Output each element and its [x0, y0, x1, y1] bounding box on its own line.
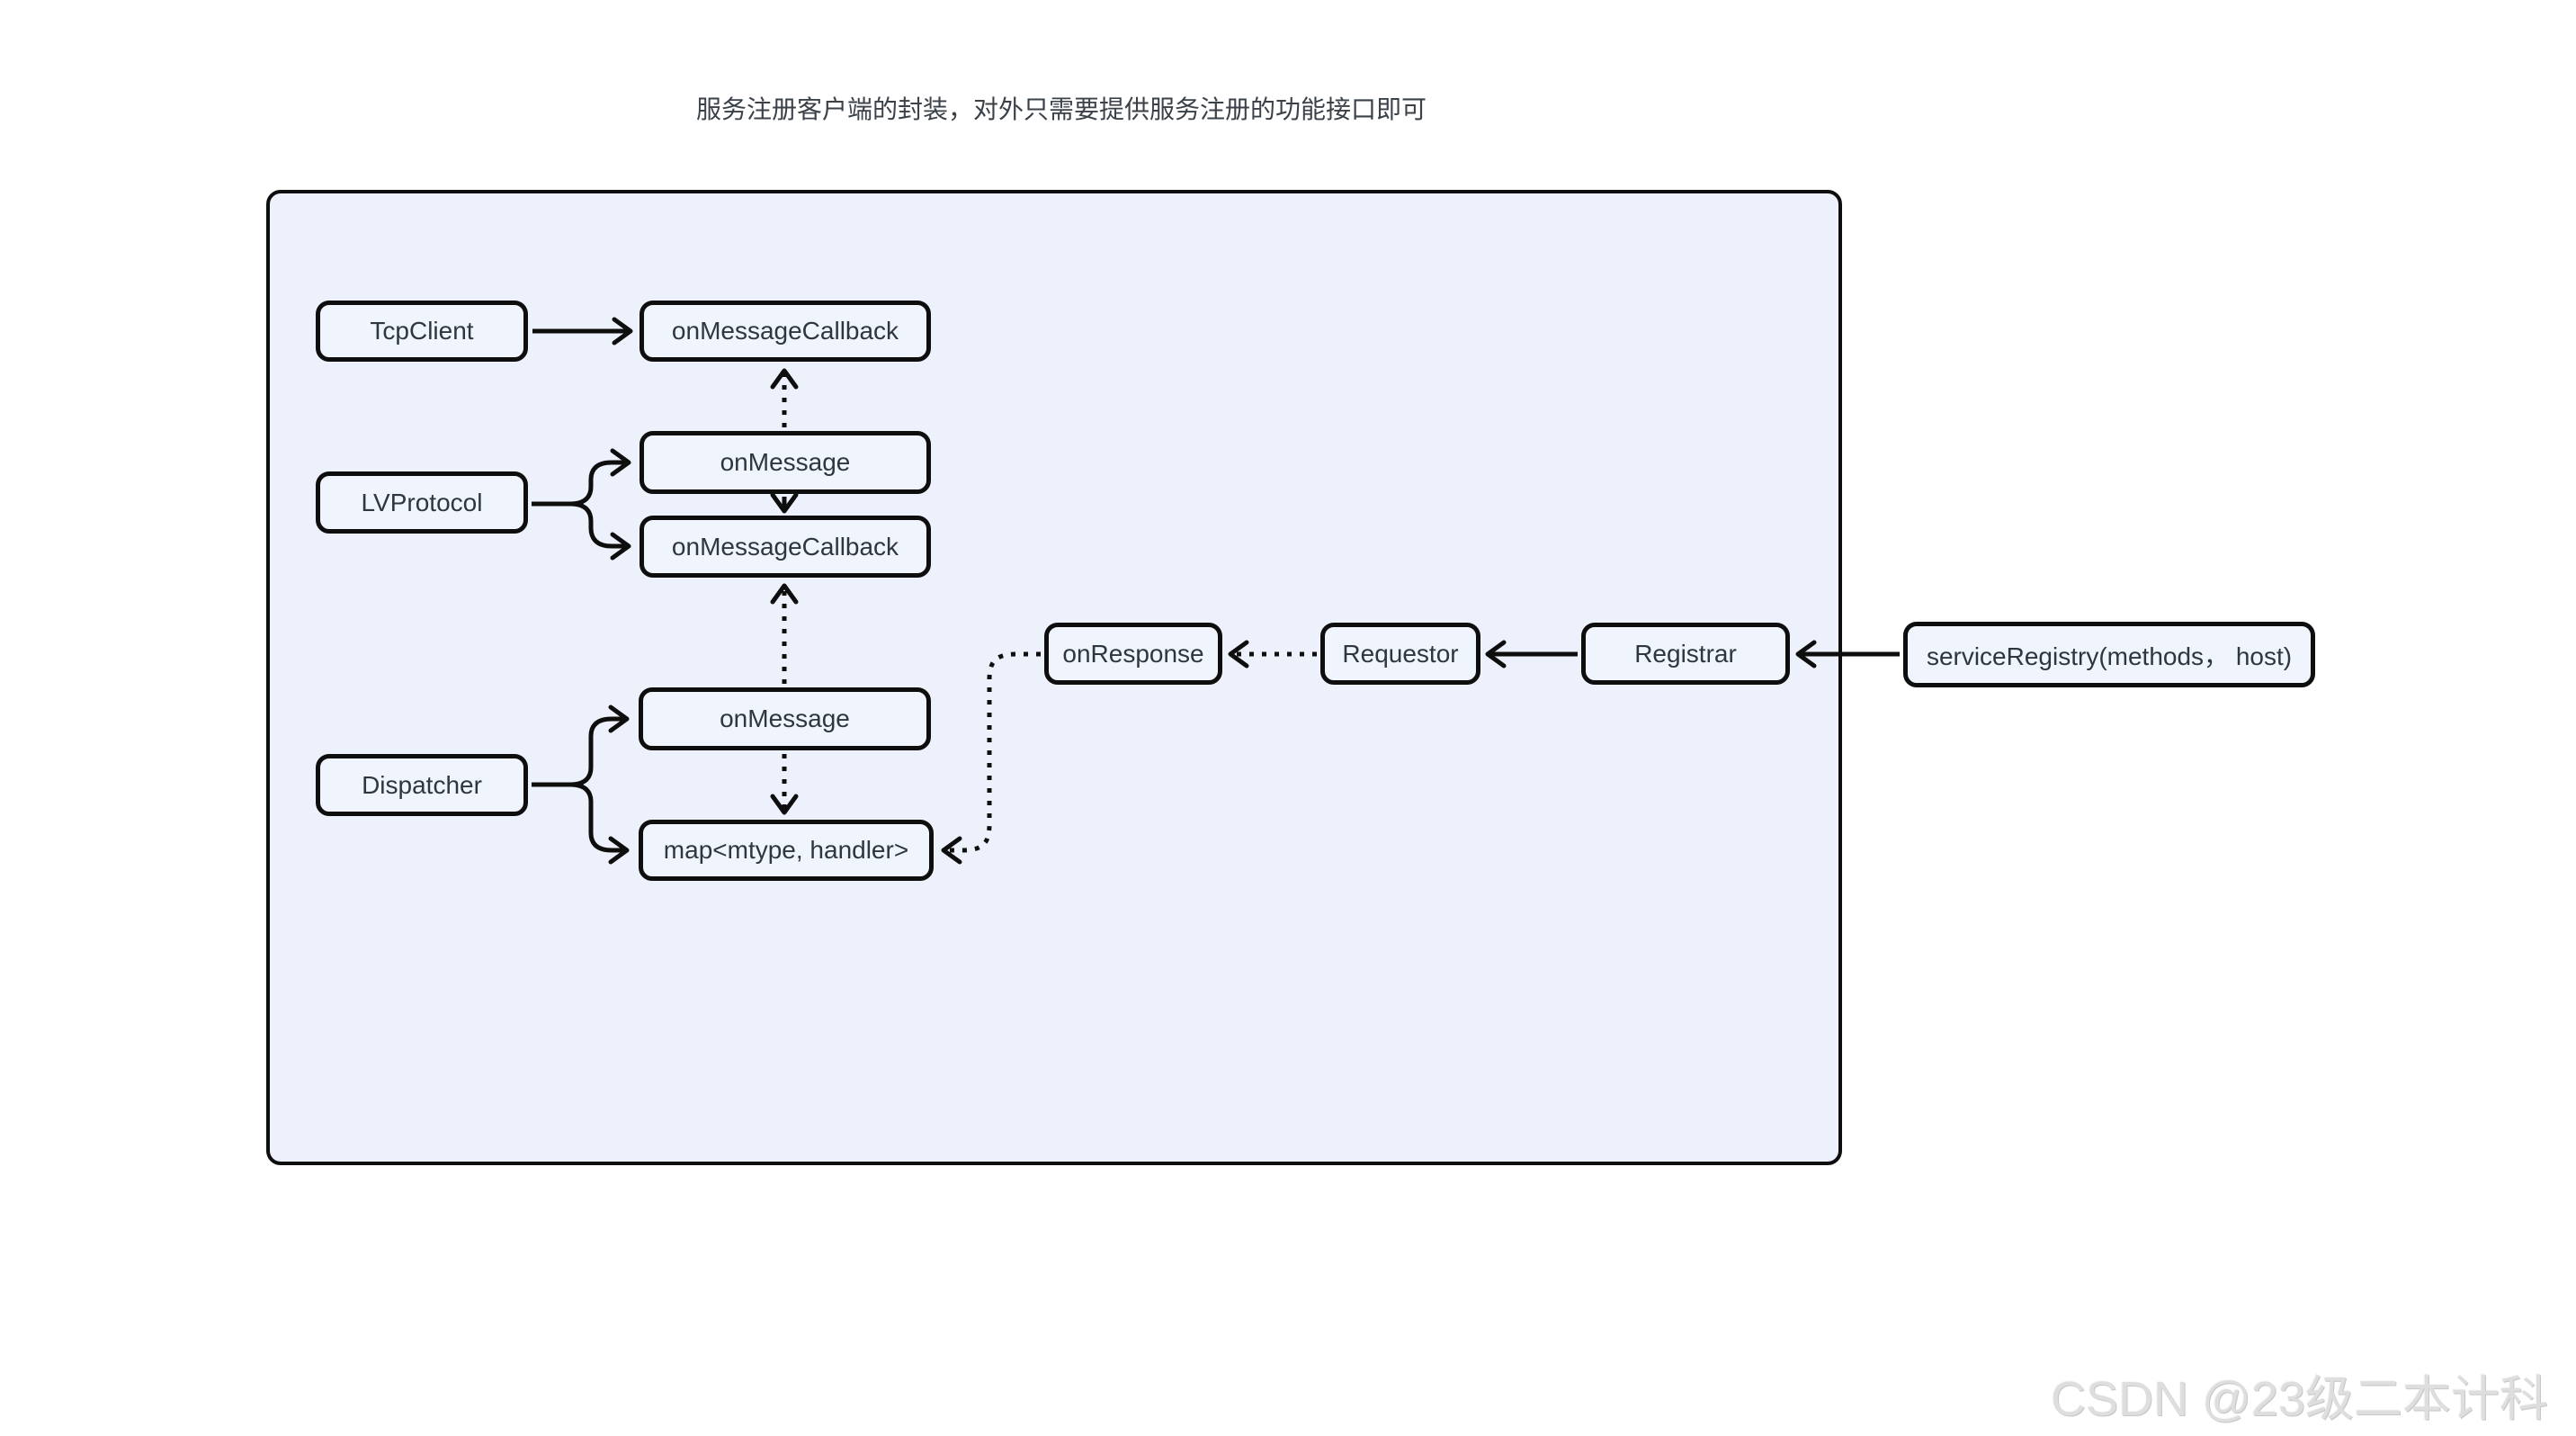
node-tcpclient: TcpClient: [316, 301, 528, 362]
node-lvprotocol: LVProtocol: [316, 471, 528, 534]
node-map-mtype-handler: map<mtype, handler>: [639, 820, 934, 881]
node-onmessage-protocol: onMessage: [640, 431, 931, 494]
node-onresponse: onResponse: [1044, 623, 1222, 685]
page-title: 服务注册客户端的封装，对外只需要提供服务注册的功能接口即可: [695, 95, 1427, 123]
node-onmessage-dispatcher: onMessage: [639, 687, 931, 750]
node-registrar: Registrar: [1581, 623, 1790, 685]
node-onmessagecallback-protocol: onMessageCallback: [640, 516, 931, 578]
node-dispatcher: Dispatcher: [316, 754, 528, 816]
node-requestor: Requestor: [1320, 623, 1480, 685]
node-onmessagecallback-top: onMessageCallback: [640, 301, 931, 362]
watermark: CSDN @23级二本计科: [2051, 1372, 2548, 1426]
node-serviceregistry: serviceRegistry(methods， host): [1903, 622, 2315, 687]
